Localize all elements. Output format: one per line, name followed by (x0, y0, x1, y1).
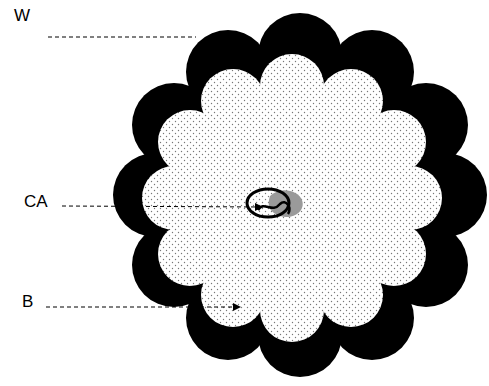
part-label: CA (24, 192, 48, 212)
leader-line (48, 37, 196, 38)
inner-cloud (142, 54, 442, 342)
outer-cloud (113, 13, 487, 377)
center-ring (247, 189, 289, 217)
leader-line (62, 206, 262, 207)
part-label: B (22, 292, 33, 312)
part-label: W (14, 6, 30, 26)
leader-line (46, 307, 240, 308)
squiggle (258, 202, 289, 214)
